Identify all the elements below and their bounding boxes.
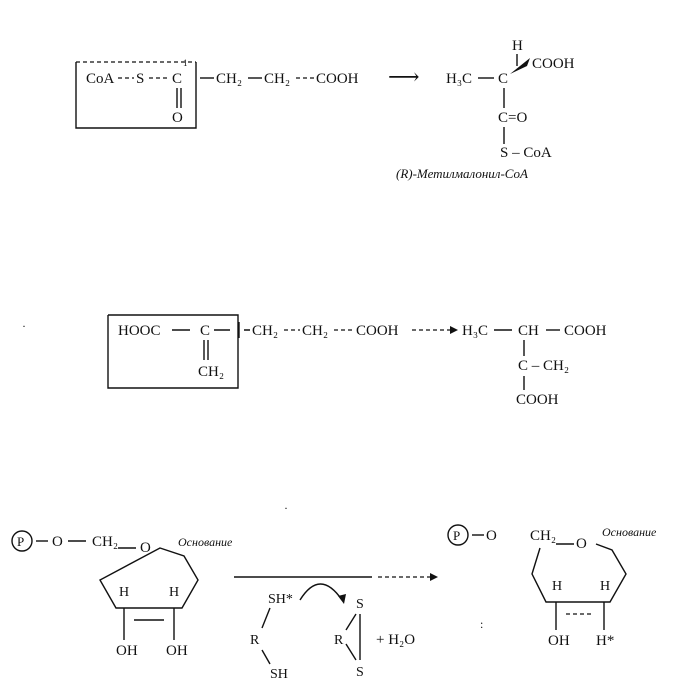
ester-oxygen-right: O	[486, 528, 497, 544]
ch2-1: CH₂	[216, 71, 242, 87]
h3c-label: H₃C	[446, 71, 472, 87]
sh-star-label: SH*	[268, 592, 293, 607]
oxygen-label: O	[172, 110, 183, 126]
h-left-2: H	[169, 585, 179, 600]
ester-oxygen-left: O	[52, 534, 63, 550]
c-ch2-label: C – CH₂	[518, 358, 569, 374]
oh-left-1: OH	[116, 643, 138, 659]
ribose-ring-left	[99, 547, 199, 609]
bracket-box-1	[75, 62, 197, 129]
base-label-left: Основание	[178, 535, 233, 549]
thioester-coa: S – CoA	[500, 145, 552, 161]
center-carbon: C	[498, 71, 508, 87]
h-right-2: H	[600, 579, 610, 594]
carbon-label: C	[172, 71, 182, 87]
alkene-carbon: C	[200, 323, 210, 339]
s-label-bottom: S	[356, 665, 364, 680]
sh-label: SH	[270, 667, 288, 682]
ring-oxygen-left: O	[140, 540, 151, 556]
h3c-label-2: H₃C	[462, 323, 488, 339]
svg-text:·: ·	[284, 501, 288, 515]
base-label-right: Основание	[602, 525, 657, 539]
svg-text::: :	[480, 617, 483, 631]
ch2-2: CH₂	[264, 71, 290, 87]
svg-text:1: 1	[183, 58, 188, 68]
hydrogen-label: H	[512, 38, 523, 54]
reaction-arrow-1: ⟶	[388, 64, 420, 89]
reaction-2: · HOOC C CH₂ CH₂ CH₂ COOH H₃C CH COOH C …	[22, 314, 607, 408]
carbonyl-label: C=O	[498, 110, 527, 126]
ch2-3: CH₂	[252, 323, 278, 339]
svg-text:·: ·	[22, 319, 26, 333]
h-right-1: H	[552, 579, 562, 594]
cooh-bottom: COOH	[516, 392, 559, 408]
coa-label: CoA	[86, 71, 115, 87]
oh-left-2: OH	[166, 643, 188, 659]
curved-arrow	[299, 583, 343, 601]
oh-right: OH	[548, 633, 570, 649]
reaction-3: · P O CH₂ O Основание H H OH OH SH* R SH…	[11, 501, 657, 682]
r-label-2: R	[334, 633, 344, 648]
ribose-ring-right	[531, 543, 627, 603]
product-caption: (R)-Метилмалонил-CoA	[396, 166, 528, 181]
ch2-right: CH₂	[530, 528, 556, 544]
methylene-label: CH₂	[198, 364, 224, 380]
h-star-right: H*	[596, 633, 614, 649]
s-label-top: S	[356, 597, 364, 612]
ch-label: CH	[518, 323, 539, 339]
ring-oxygen-right: O	[576, 536, 587, 552]
wedge-bond	[510, 58, 530, 74]
cooh-right: COOH	[564, 323, 607, 339]
sulfur-label: S	[136, 71, 144, 87]
plus-water: + H₂O	[376, 632, 415, 648]
phosphate-circle-right	[447, 524, 469, 546]
cooh-2: COOH	[356, 323, 399, 339]
cooh-product-1: COOH	[532, 56, 575, 72]
ch2-4: CH₂	[302, 323, 328, 339]
phosphate-circle-left	[11, 530, 33, 552]
hooc-label: HOOC	[118, 323, 161, 339]
h-left-1: H	[119, 585, 129, 600]
bracket-box-2	[107, 314, 239, 389]
r-label-1: R	[250, 633, 260, 648]
phosphate-label-right: P	[453, 528, 460, 543]
ch2-left: CH₂	[92, 534, 118, 550]
phosphate-label-left: P	[17, 534, 24, 549]
reaction-1: CoA S C 1 O CH₂ CH₂ COOH ⟶ H H₃C C COOH …	[75, 38, 575, 181]
cooh-1: COOH	[316, 71, 359, 87]
